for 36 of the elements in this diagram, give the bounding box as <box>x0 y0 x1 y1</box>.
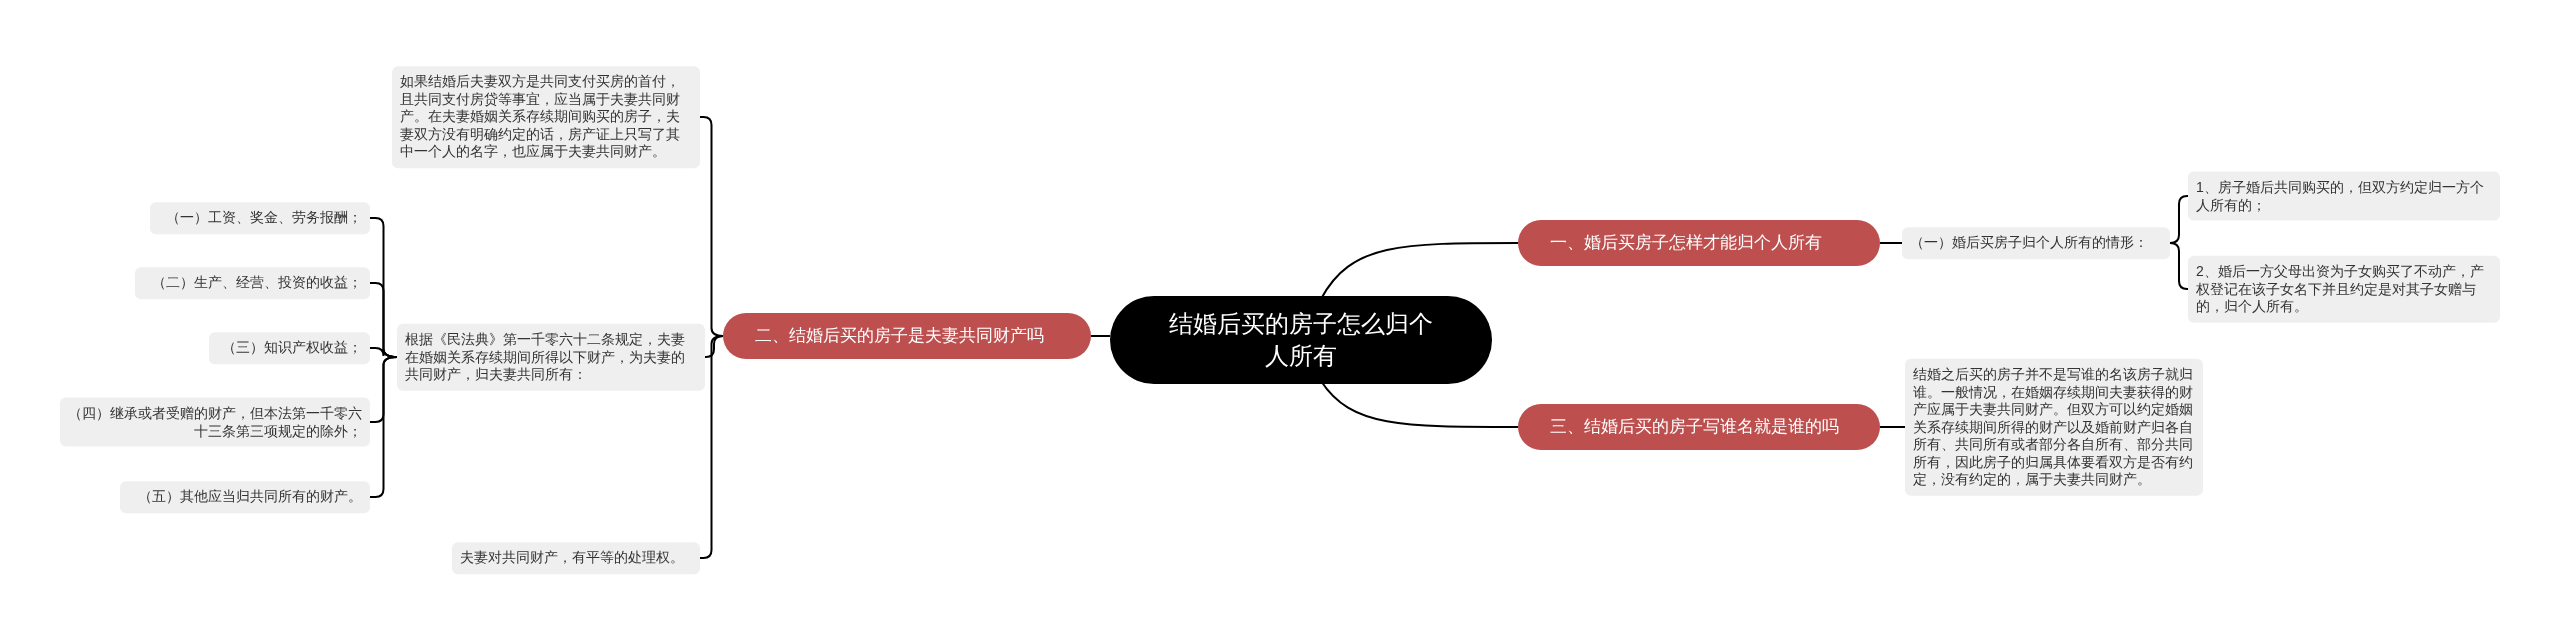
note-box <box>2188 171 2500 221</box>
note-text: 2、婚后一方父母出资为子女购买了不动产，产权登记在该子女名下并且约定是对其子女赠与的，归个人所有。 <box>2196 262 2485 316</box>
note-text: （四）继承或者受赠的财产，但本法第一千零六十三条第三项规定的除外； <box>68 404 362 440</box>
note-text: 结婚之后买的房子并不是写谁的名该房子就归谁。一般情况，在婚姻存续期间夫妻获得的财产应属于夫妻共同财产。但双方可以约定婚姻关系存续期间所得的财产以及婚前财产归各自所有、共同所有或者部分各自所有、部分共同所有，因此房子的归属具体要看双方是否有约定，没有约定的，属于夫妻共同财产。 <box>1913 365 2194 489</box>
note-text: （五）其他应当归共同所有的财产。 <box>138 488 362 506</box>
note-text: （一）工资、奖金、劳务报酬； <box>166 209 362 227</box>
connector-line <box>1879 426 1906 428</box>
note-box <box>209 332 370 364</box>
connector-line <box>699 335 724 559</box>
note-text: 1、房子婚后共同购买的，但双方约定归一方个人所有的； <box>2196 178 2485 214</box>
note-text: 夫妻对共同财产，有平等的处理权。 <box>460 549 684 567</box>
note-text: 根据《民法典》第一千零六十二条规定，夫妻在婚姻关系存续期间所得以下财产，为夫妻的共同财产，归夫妻共同所有： <box>405 330 686 384</box>
note-text: （一）婚后买房子归个人所有的情形： <box>1910 234 2148 252</box>
note-box <box>1902 227 2170 259</box>
note-box <box>135 267 370 299</box>
note-box <box>452 542 700 574</box>
topic-box <box>723 313 1091 359</box>
connector-line <box>1879 242 1903 244</box>
topic-text: 三、结婚后买的房子写谁名就是谁的吗 <box>1550 416 1839 438</box>
note-box <box>60 397 370 447</box>
topic-box <box>1518 404 1880 450</box>
note-box <box>120 481 370 513</box>
note-text: （二）生产、经营、投资的收益； <box>152 274 362 292</box>
connector-line <box>2169 242 2189 290</box>
note-box <box>2188 255 2500 323</box>
topic-text: 一、婚后买房子怎样才能归个人所有 <box>1550 232 1822 254</box>
note-box <box>397 323 705 391</box>
note-box <box>1905 358 2203 496</box>
topic-text: 二、结婚后买的房子是夫妻共同财产吗 <box>755 325 1044 347</box>
note-text: （三）知识产权收益； <box>222 339 362 357</box>
note-box <box>150 202 370 234</box>
connector-line <box>1090 335 1111 337</box>
note-box <box>392 66 700 168</box>
central-topic-text: 结婚后买的房子怎么归个人所有 <box>1168 309 1434 371</box>
note-text: 如果结婚后夫妻双方是共同支付买房的首付，且共同支付房贷等事宜，应当属于夫妻共同财产。在夫妻婚姻关系存续期间购买的房子，夫妻双方没有明确约定的话，房产证上只写了其中一个人的名字，也应属于夫妻共同财产。 <box>400 73 681 161</box>
topic-box <box>1518 220 1880 266</box>
